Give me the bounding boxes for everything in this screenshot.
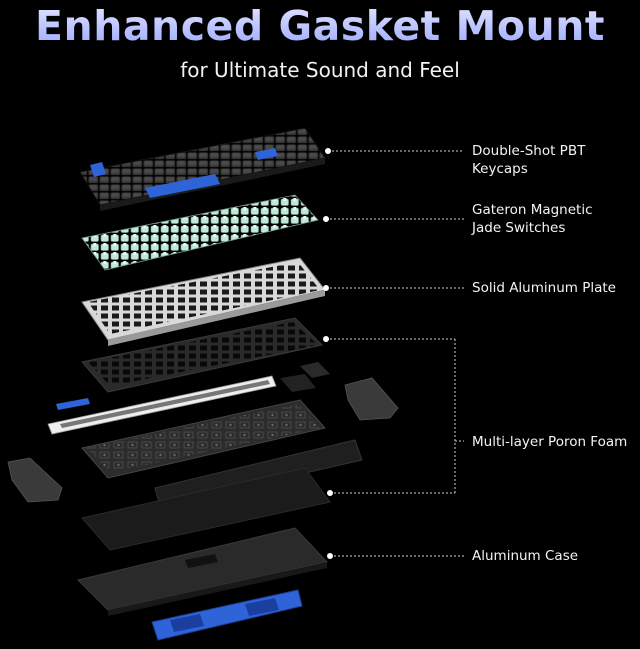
pcb-layer [81, 399, 326, 479]
leader-dots [323, 148, 333, 559]
foam-piece [300, 362, 330, 378]
blue-spacebar-keycap [145, 174, 220, 198]
foam-layer [81, 317, 330, 393]
foam-piece [280, 374, 316, 392]
blue-weight [151, 589, 303, 641]
label-switches-line2: Jade Switches [472, 220, 566, 236]
foam-bar [154, 439, 363, 507]
page-subtitle: for Ultimate Sound and Feel [180, 58, 460, 82]
page-title: Enhanced Gasket Mount [0, 2, 640, 50]
label-plate: Solid Aluminum Plate [472, 280, 616, 296]
bottom-foam [81, 467, 331, 551]
blue-keycap [255, 148, 278, 160]
gasket-strip [47, 375, 277, 435]
label-switches-line1: Gateron Magnetic [472, 202, 593, 218]
blue-gasket-piece [56, 398, 90, 410]
label-case: Aluminum Case [472, 548, 579, 564]
keycaps-layer [79, 127, 326, 211]
blue-keycap [90, 162, 106, 177]
side-bracket [344, 377, 399, 421]
plate-layer [81, 257, 326, 346]
switches-layer [81, 194, 319, 271]
aluminum-case [77, 527, 328, 616]
label-foam: Multi-layer Poron Foam [472, 434, 628, 450]
side-bracket [7, 457, 63, 503]
leader-lines [326, 150, 464, 557]
label-keycaps: Double-Shot PBT Keycaps [472, 143, 586, 177]
